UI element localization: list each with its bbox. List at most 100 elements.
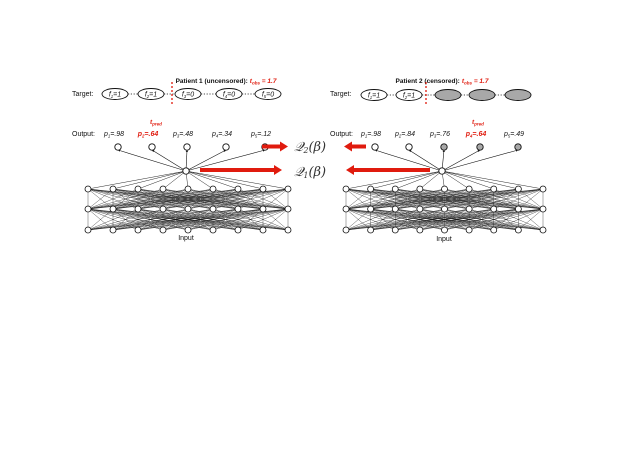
neuron	[514, 185, 522, 193]
edge	[262, 188, 289, 210]
target-ellipse	[137, 88, 165, 100]
edge	[441, 170, 470, 190]
edge	[345, 188, 445, 210]
patient-1-input-label: Input	[178, 235, 194, 242]
patient-2-target-label: Target:	[330, 91, 351, 98]
edge	[237, 208, 289, 231]
neuron	[234, 185, 242, 193]
edge	[370, 188, 544, 210]
neuron	[441, 226, 448, 234]
target-node: f2=1	[395, 89, 423, 101]
edge	[345, 188, 544, 210]
output-probability: p1=.98	[103, 131, 124, 139]
edge	[345, 208, 371, 231]
neuron	[490, 185, 498, 193]
neuron	[465, 205, 473, 213]
neuron	[490, 205, 498, 213]
neuron	[259, 185, 267, 193]
neuron	[441, 205, 448, 213]
edge	[441, 170, 494, 190]
edge	[493, 208, 544, 231]
edge	[212, 188, 289, 210]
neuron	[441, 185, 448, 193]
target-node: f4=0	[215, 88, 243, 100]
edge	[419, 188, 544, 210]
edge	[469, 208, 544, 231]
output-probability: p3=.76	[429, 131, 450, 139]
neuron	[284, 185, 292, 193]
edge	[493, 188, 544, 210]
neuron	[539, 226, 547, 234]
neuron	[342, 226, 350, 234]
neuron	[416, 226, 424, 234]
target-ellipse	[468, 89, 496, 101]
neuron	[234, 205, 242, 213]
edge	[187, 188, 289, 210]
output-neuron	[514, 143, 522, 151]
edge	[185, 170, 214, 190]
edge	[87, 208, 114, 231]
target-value: f2=1	[403, 92, 415, 100]
neuron	[184, 185, 192, 193]
output-neuron	[476, 143, 484, 151]
edge	[441, 170, 544, 190]
edge	[87, 208, 239, 231]
q2-arrow-left-panel	[262, 141, 288, 152]
edge	[87, 208, 139, 231]
edge	[441, 170, 519, 190]
neuron	[209, 205, 217, 213]
target-value: f1=1	[368, 92, 380, 100]
output-edge	[151, 149, 187, 172]
neuron	[234, 226, 242, 234]
edge	[444, 208, 544, 231]
edge	[345, 188, 420, 210]
patient-1-output-label: Output:	[72, 131, 95, 138]
target-node: f3=0	[174, 88, 202, 100]
target-value: f4=0	[223, 91, 235, 99]
output-edge	[117, 149, 187, 172]
edge	[237, 188, 289, 210]
edge	[87, 188, 164, 210]
edge	[345, 208, 544, 231]
edge	[345, 208, 420, 231]
edge	[187, 208, 289, 231]
target-ellipse	[174, 88, 202, 100]
q2-arrow-right-panel	[344, 141, 366, 152]
edge	[112, 170, 187, 190]
neuron	[514, 205, 522, 213]
edge	[185, 170, 239, 190]
target-node: f1=1	[360, 89, 388, 101]
edge	[345, 208, 470, 231]
edge	[262, 208, 289, 231]
edge	[395, 208, 544, 231]
neuron	[490, 226, 498, 234]
target-value: f2=1	[145, 91, 157, 99]
edge	[87, 208, 289, 231]
edge	[345, 188, 371, 210]
edge	[345, 188, 396, 210]
output-probability: p4=.64	[465, 131, 487, 139]
output-probability: p5=.12	[250, 131, 271, 139]
neuron	[416, 185, 424, 193]
neuron	[109, 185, 117, 193]
neuron	[416, 205, 424, 213]
edge	[212, 208, 289, 231]
neuron	[391, 205, 399, 213]
neuron	[342, 205, 350, 213]
edge	[162, 170, 187, 190]
edge	[345, 188, 519, 210]
target-ellipse	[101, 88, 129, 100]
target-ellipse	[395, 89, 423, 101]
edge	[419, 170, 443, 190]
neuron	[159, 226, 167, 234]
edge	[370, 208, 544, 231]
output-neuron	[405, 143, 413, 151]
neuron	[539, 185, 547, 193]
edge	[137, 208, 289, 231]
neuron	[134, 205, 142, 213]
target-node	[504, 89, 532, 101]
neuron	[465, 226, 473, 234]
output-probability: p1=.98	[360, 131, 381, 139]
